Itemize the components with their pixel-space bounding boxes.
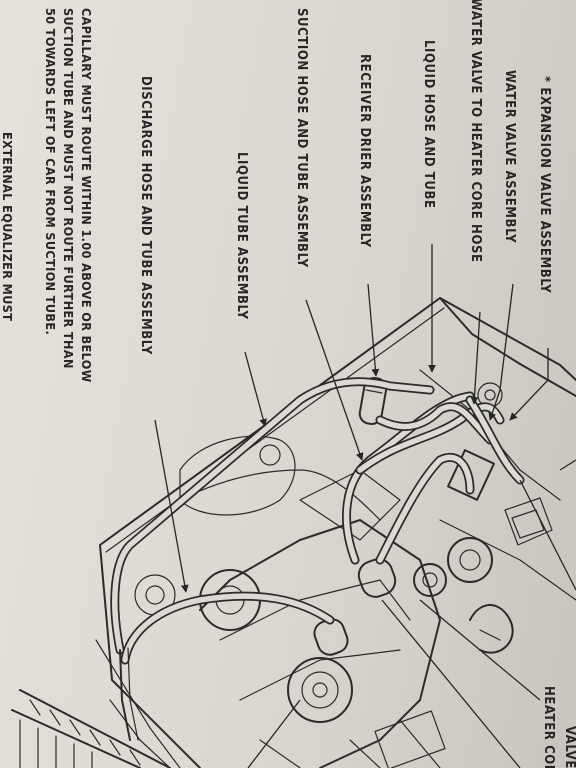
capillary-note: CAPILLARY MUST ROUTE WITHIN 1.00 ABOVE O… — [0, 8, 94, 383]
label-water-valve-to-heater-hose: WATER VALVE TO HEATER CORE HOSE — [468, 0, 483, 263]
label-expansion-valve: * EXPANSION VALVE ASSEMBLY — [537, 76, 552, 293]
label-suction-hose-and-tube: SUCTION HOSE AND TUBE ASSEMBLY — [294, 8, 309, 268]
label-water-valve: WATER VALVE ASSEMBLY — [502, 70, 517, 243]
note-line-3: 50 TOWARDS LEFT OF CAR FROM SUCTION TUBE… — [43, 8, 58, 335]
label-column: * EXPANSION VALVE ASSEMBLY WATER VALVE A… — [138, 0, 576, 768]
label-valve-edge: VALVE — [562, 726, 576, 768]
receiver-drier — [358, 377, 388, 425]
label-receiver-drier: RECEIVER DRIER ASSEMBLY — [357, 54, 372, 248]
note-line-4: EXTERNAL EQUALIZER MUST — [0, 132, 15, 321]
refrigerant-hoses — [110, 377, 525, 741]
label-discharge-hose: DISCHARGE HOSE AND TUBE ASSEMBLY — [138, 76, 153, 355]
leader-lines — [154, 244, 576, 768]
note-line-1: CAPILLARY MUST ROUTE WITHIN 1.00 ABOVE O… — [79, 8, 94, 383]
label-heater-core: HEATER CORE — [541, 686, 556, 768]
note-line-2: SUCTION TUBE AND MUST NOT ROUTE FURTHER … — [61, 8, 76, 369]
accumulator — [313, 558, 397, 656]
label-liquid-hose-and-tube: LIQUID HOSE AND TUBE — [421, 40, 436, 209]
radiator-grille — [11, 689, 171, 768]
firewall-components — [439, 382, 576, 654]
engine-block — [134, 435, 493, 768]
label-liquid-tube: LIQUID TUBE ASSEMBLY — [234, 152, 249, 320]
